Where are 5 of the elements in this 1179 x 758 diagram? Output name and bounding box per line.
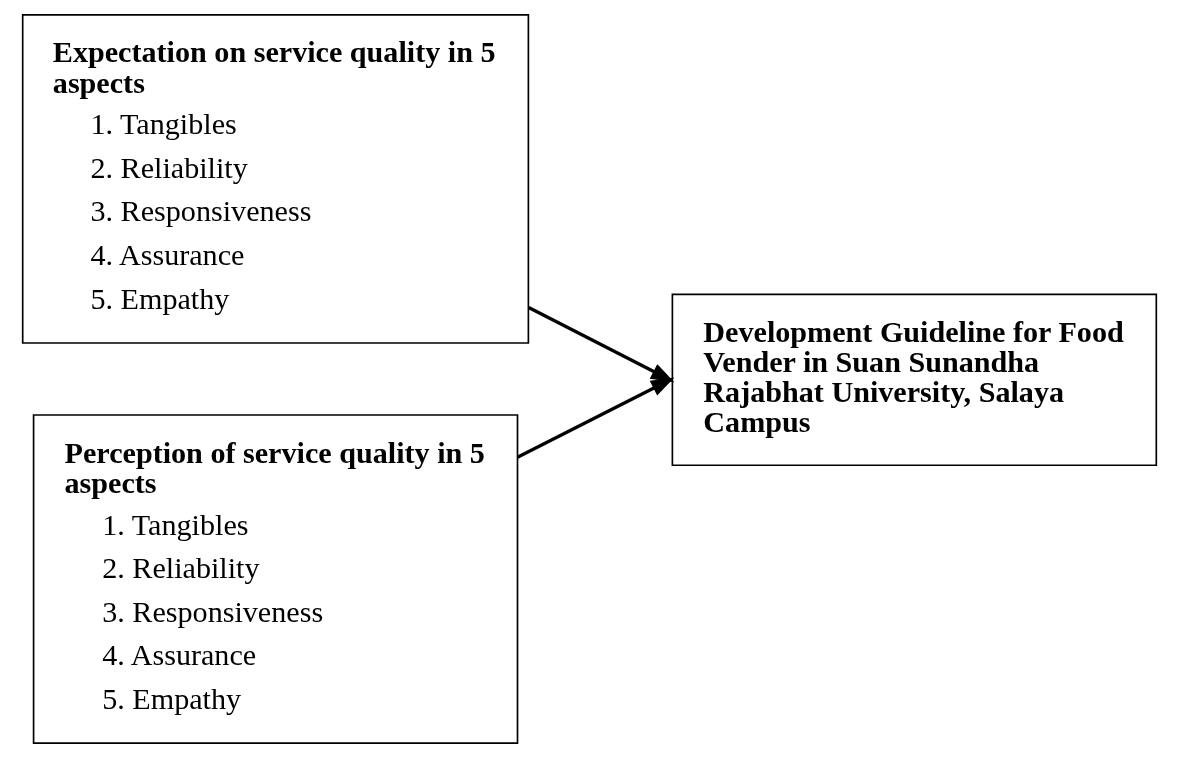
node-box: Development Guideline for Food Vender in Suan Sunandha Rajabhat University, Salaya Campus: [671, 293, 1158, 467]
node-box: Perception of service quality in 5 aspects 1. Tangibles 2. Reliability 3. Responsiveness 4. Assurance 5. Empathy: [32, 414, 519, 745]
arrow: [527, 306, 675, 383]
arrow: [516, 377, 675, 459]
node-box: Expectation on service quality in 5 aspects 1. Tangibles 2. Reliability 3. Responsiveness 4. Assurance 5. Empathy: [21, 13, 530, 344]
